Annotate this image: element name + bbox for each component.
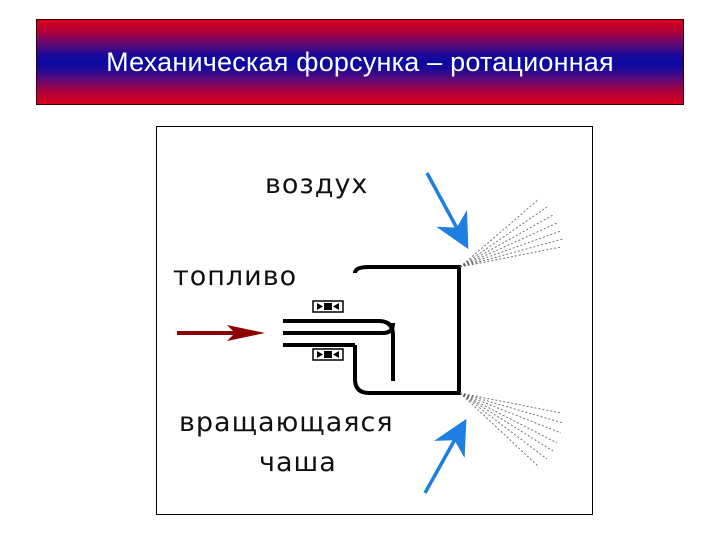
fuel-arrow: [177, 325, 265, 341]
fuel-channel-upper: [283, 319, 395, 381]
spray-top: [459, 198, 564, 268]
bearing-upper: [312, 300, 344, 313]
label-air: воздух: [265, 169, 369, 200]
label-fuel: топливо: [173, 261, 298, 292]
nozzle-diagram: [177, 172, 564, 494]
spray-bottom: [459, 392, 564, 468]
bearing-lower: [312, 348, 344, 361]
cup-inner-wall: [283, 322, 395, 335]
cup-outer-wall: [353, 265, 461, 395]
title-banner: Механическая форсунка – ротационная: [36, 19, 684, 105]
label-rotating-cup-line1: вращающаяся: [179, 407, 394, 438]
diagram-frame: воздух топливо вращающаяся чаша: [156, 126, 593, 515]
slide-title: Механическая форсунка – ротационная: [106, 46, 614, 77]
label-rotating-cup-line2: чаша: [259, 447, 337, 478]
air-arrow-top: [425, 172, 469, 250]
air-arrow-bottom: [423, 418, 467, 494]
